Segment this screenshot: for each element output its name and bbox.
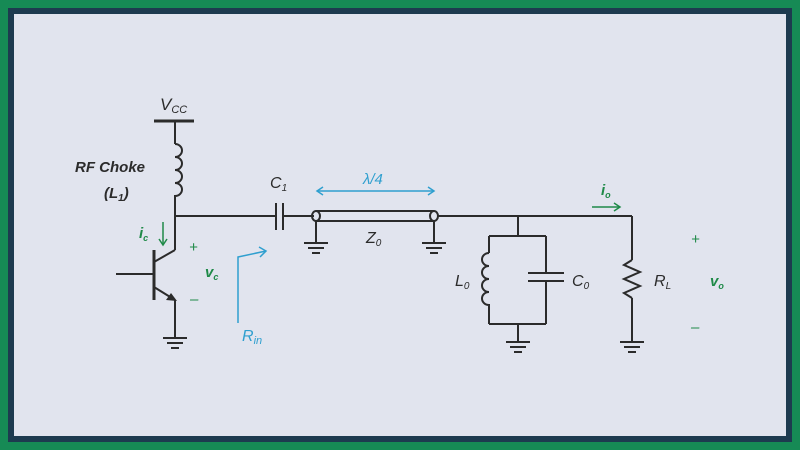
transmission-line	[311, 210, 439, 243]
vo-label: vo	[710, 273, 724, 291]
vo-minus-label: –	[690, 319, 700, 336]
rl-label: RL	[654, 273, 671, 292]
vcc-label: VCC	[160, 95, 187, 116]
choke-l1-label: (L1)	[104, 185, 129, 204]
l0-label: L0	[455, 273, 470, 292]
diagram-panel	[14, 14, 786, 436]
vc-plus-label: +	[189, 239, 198, 256]
ground-tank	[506, 341, 530, 353]
rf-choke-label: RF Choke	[75, 159, 145, 176]
lambda-label: λ/4	[362, 171, 383, 188]
vc-label: vc	[205, 264, 218, 282]
rin-label: Rin	[242, 328, 262, 347]
z0-label: Z0	[365, 230, 382, 249]
rin-arrow	[237, 246, 268, 323]
c0-label: C0	[572, 273, 590, 292]
capacitor-c1	[275, 203, 314, 230]
lambda-arrow	[315, 186, 436, 196]
ic-label: ic	[139, 225, 148, 243]
bjt-transistor	[116, 216, 177, 338]
vo-plus-label: +	[691, 231, 700, 248]
vc-minus-label: –	[189, 291, 199, 308]
c1-label: C1	[270, 175, 287, 194]
ic-arrow	[158, 222, 168, 247]
ground-tline-right	[422, 242, 446, 254]
ground-transistor	[163, 337, 187, 349]
load-resistor	[621, 216, 643, 342]
vcc-rail	[154, 119, 194, 144]
ground-load	[620, 341, 644, 353]
io-arrow	[592, 202, 622, 212]
tank-circuit	[481, 216, 564, 342]
ground-tline-left	[304, 242, 328, 254]
io-label: io	[601, 182, 611, 200]
rf-choke-inductor	[174, 143, 183, 216]
